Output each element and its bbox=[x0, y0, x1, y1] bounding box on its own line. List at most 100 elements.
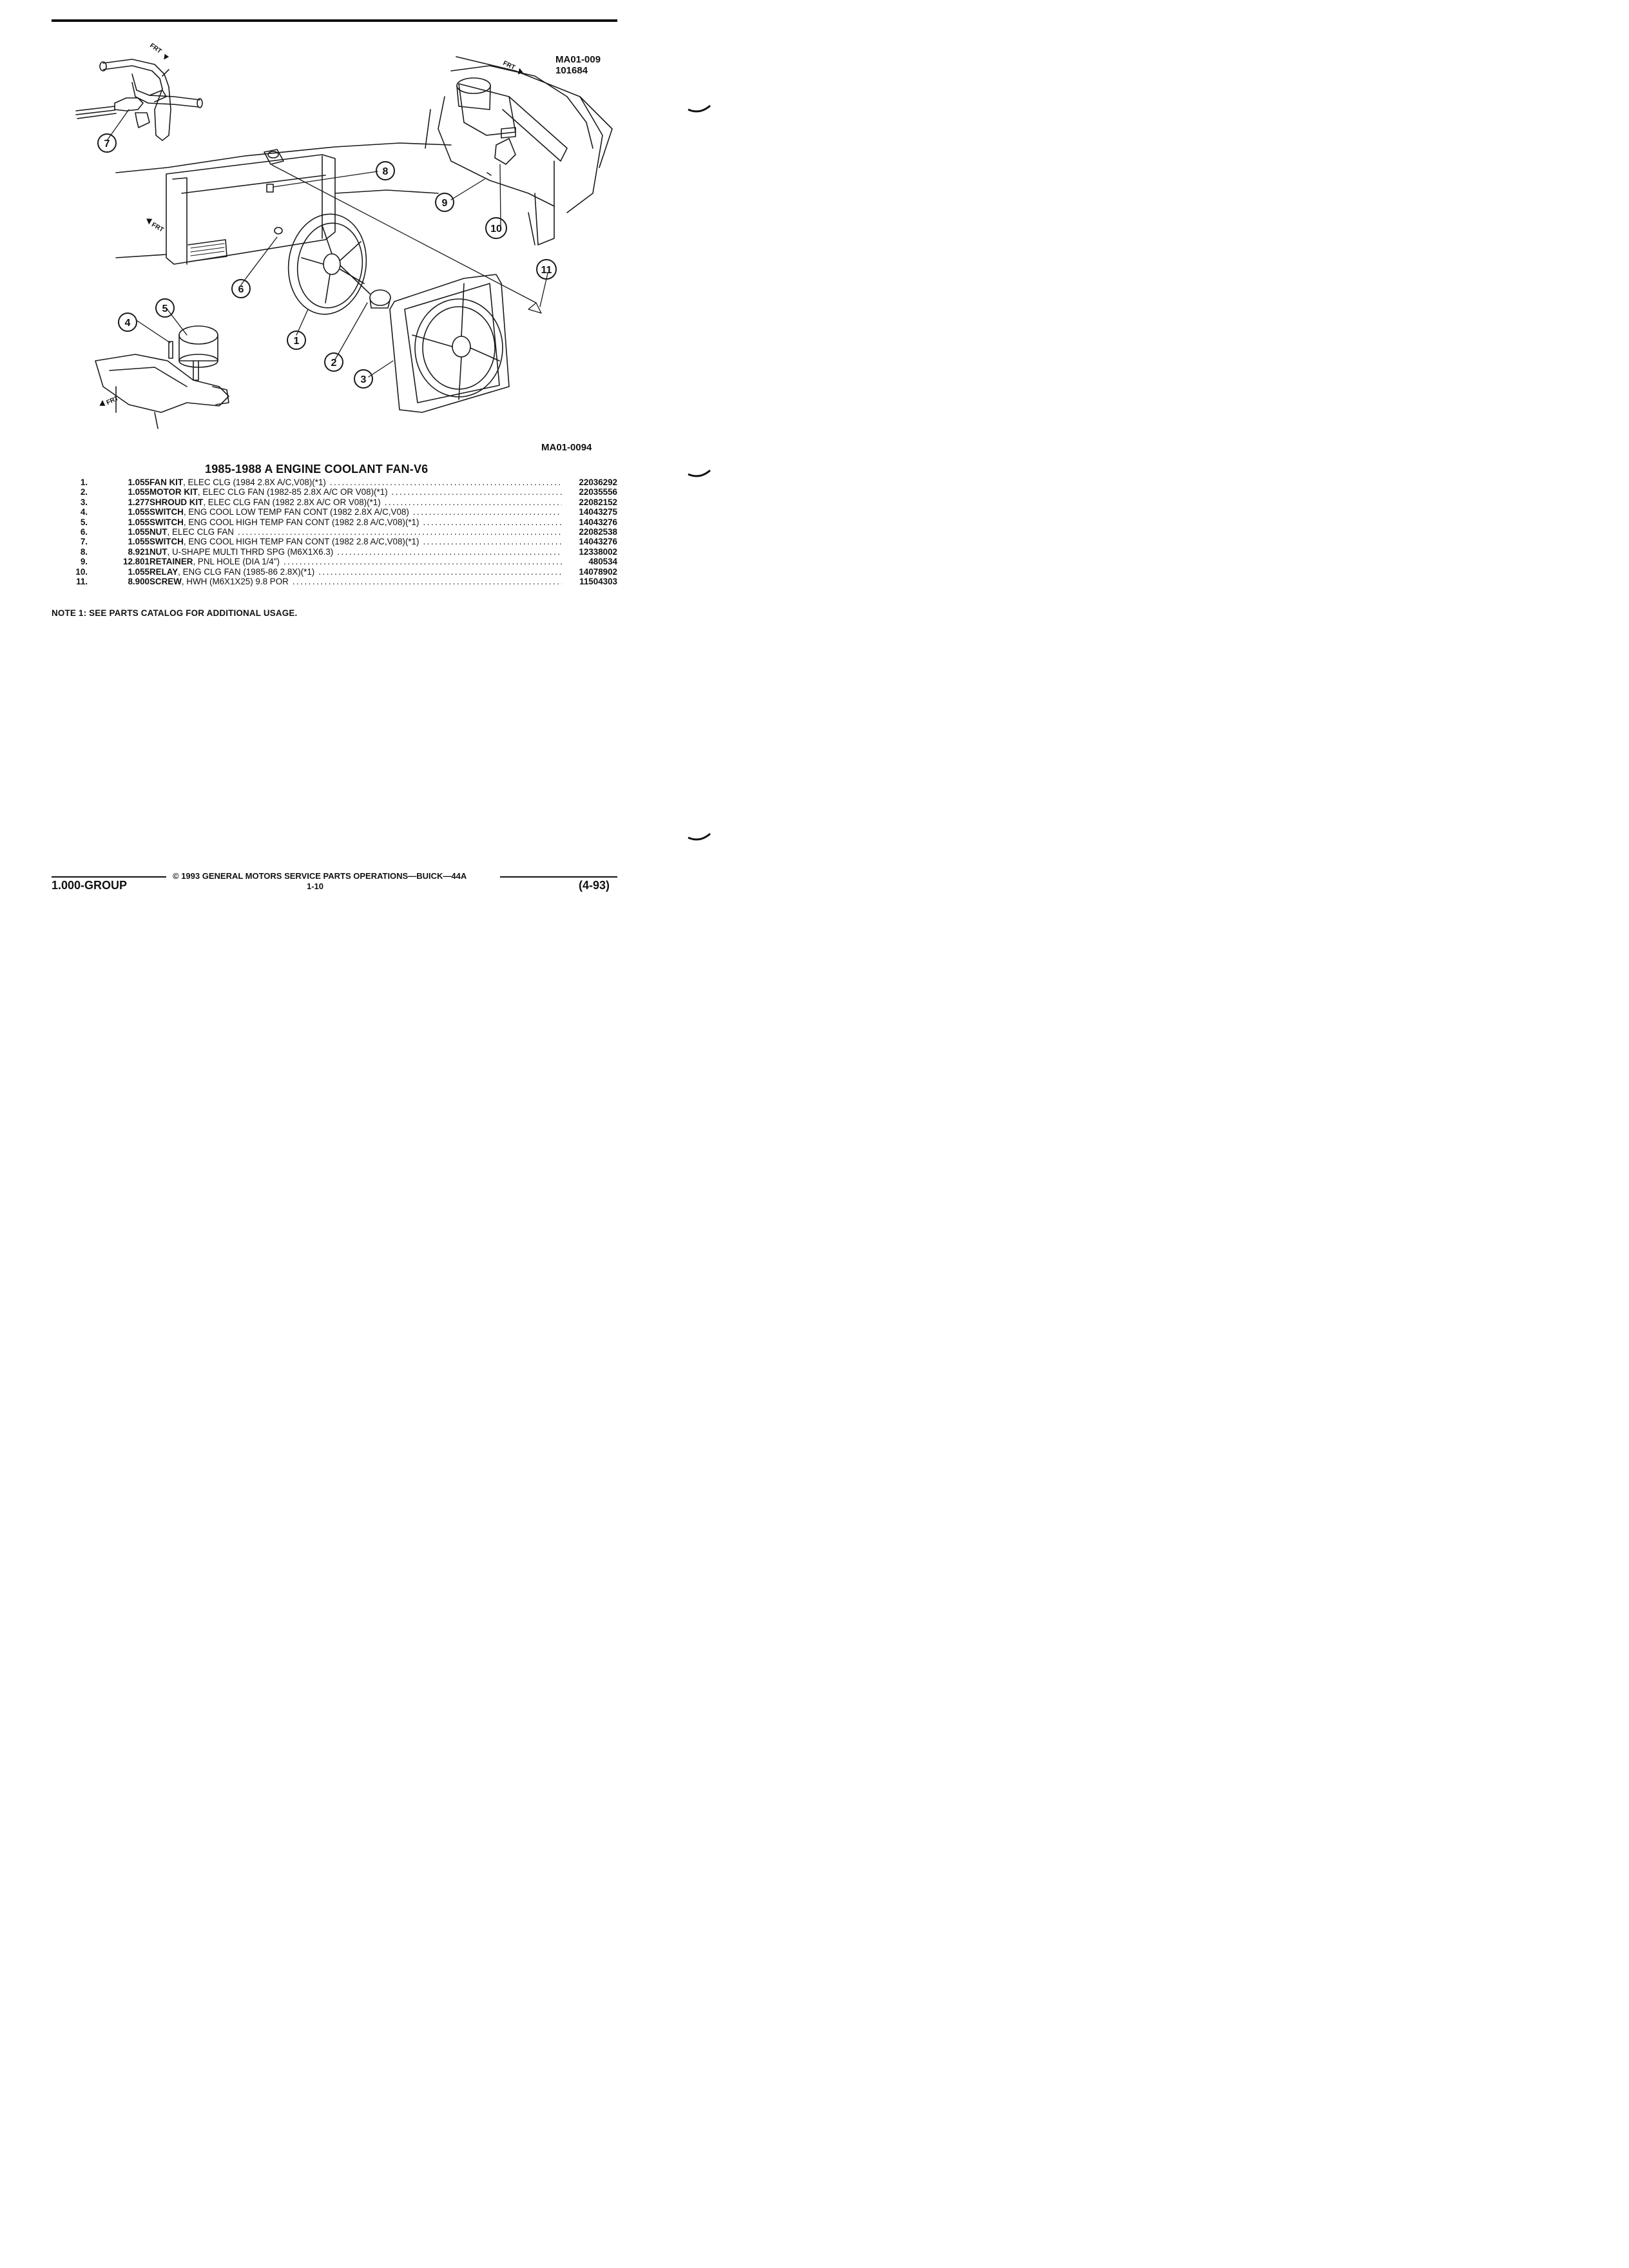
part-number: 480534 bbox=[588, 557, 617, 567]
footer-copyright: © 1993 GENERAL MOTORS SERVICE PARTS OPER… bbox=[173, 871, 467, 881]
figure-ref-code: MA01-009 bbox=[555, 54, 601, 65]
section-title: 1985-1988 A ENGINE COOLANT FAN-V6 bbox=[205, 463, 429, 476]
callout-1: 1 bbox=[287, 331, 306, 350]
parts-row: 5. 1.055 SWITCH, ENG COOL HIGH TEMP FAN … bbox=[52, 517, 617, 527]
item-detail: , ELEC CLG FAN (1982-85 2.8X A/C OR V08)… bbox=[197, 487, 388, 497]
svg-text:FRT: FRT bbox=[148, 42, 162, 55]
item-name: MOTOR KIT bbox=[149, 487, 198, 497]
callout-11: 11 bbox=[536, 259, 557, 280]
leader-dots bbox=[314, 567, 562, 577]
leader-dots bbox=[388, 487, 562, 497]
leader-dots bbox=[333, 547, 562, 557]
item-detail: , ELEC CLG FAN bbox=[167, 526, 234, 537]
leader-dots bbox=[419, 537, 562, 546]
page-number: 1-10 bbox=[307, 881, 324, 891]
svg-text:5: 5 bbox=[162, 303, 168, 314]
callout-7: 7 bbox=[97, 133, 117, 153]
group-number: 1.055 bbox=[128, 477, 149, 487]
group-number: 1.055 bbox=[128, 537, 149, 547]
item-number: 11. bbox=[76, 576, 88, 586]
group-number: 1.055 bbox=[128, 526, 149, 537]
figure-reference-bottom: MA01-0094 bbox=[541, 442, 592, 453]
group-number: 1.055 bbox=[128, 517, 149, 527]
item-description: SHROUD KIT, ELEC CLG FAN (1982 2.8X A/C … bbox=[149, 497, 562, 507]
parts-row: 11. 8.900 SCREW, HWH (M6X1X25) 9.8 POR 1… bbox=[52, 577, 617, 586]
item-description: NUT, ELEC CLG FAN bbox=[149, 527, 562, 537]
item-description: NUT, U-SHAPE MULTI THRD SPG (M6X1X6.3) bbox=[149, 547, 562, 557]
svg-text:6: 6 bbox=[238, 284, 244, 295]
footer-group: 1.000-GROUP bbox=[52, 879, 128, 892]
item-number: 3. bbox=[80, 497, 88, 507]
item-detail: , ENG COOL HIGH TEMP FAN CONT (1982 2.8 … bbox=[183, 517, 419, 527]
item-description: FAN KIT, ELEC CLG (1984 2.8X A/C,V08)(*1… bbox=[149, 477, 562, 487]
item-name: SWITCH bbox=[149, 517, 184, 527]
group-number: 1.055 bbox=[128, 566, 149, 577]
item-number: 7. bbox=[80, 537, 88, 547]
callout-6: 6 bbox=[231, 279, 251, 298]
svg-text:2: 2 bbox=[331, 358, 337, 369]
item-name: NUT bbox=[149, 526, 168, 537]
parts-row: 7. 1.055 SWITCH, ENG COOL HIGH TEMP FAN … bbox=[52, 537, 617, 546]
item-number: 10. bbox=[75, 566, 88, 577]
fan-blade bbox=[287, 213, 367, 315]
svg-text:3: 3 bbox=[361, 374, 367, 385]
item-detail: , ENG CLG FAN (1985-86 2.8X)(*1) bbox=[178, 566, 315, 577]
group-number: 1.055 bbox=[128, 507, 149, 517]
fan-shroud bbox=[389, 274, 510, 413]
part-number: 14043276 bbox=[579, 517, 617, 527]
item-name: NUT bbox=[149, 546, 168, 557]
svg-text:8: 8 bbox=[383, 166, 389, 177]
engine-thermostat-housing bbox=[95, 325, 229, 429]
group-number: 1.277 bbox=[128, 497, 149, 507]
parts-row: 3. 1.277 SHROUD KIT, ELEC CLG FAN (1982 … bbox=[52, 497, 617, 507]
svg-text:FRT: FRT bbox=[150, 222, 164, 234]
item-detail: , HWH (M6X1X25) 9.8 POR bbox=[181, 576, 289, 586]
item-name: SWITCH bbox=[149, 507, 184, 517]
callout-9: 9 bbox=[435, 193, 454, 212]
group-number: 8.900 bbox=[128, 576, 149, 586]
item-number: 1. bbox=[80, 477, 88, 487]
item-number: 6. bbox=[80, 526, 88, 537]
callout-10: 10 bbox=[485, 217, 507, 239]
item-description: RELAY, ENG CLG FAN (1985-86 2.8X)(*1) bbox=[149, 567, 562, 577]
part-number: 14078902 bbox=[579, 566, 617, 577]
svg-text:10: 10 bbox=[490, 224, 502, 235]
item-description: MOTOR KIT, ELEC CLG FAN (1982-85 2.8X A/… bbox=[149, 487, 562, 497]
item-name: SHROUD KIT bbox=[149, 497, 204, 507]
parts-row: 10. 1.055 RELAY, ENG CLG FAN (1985-86 2.… bbox=[52, 567, 617, 577]
binder-mark-1 bbox=[688, 104, 711, 113]
item-description: SWITCH, ENG COOL HIGH TEMP FAN CONT (198… bbox=[149, 537, 562, 546]
item-number: 5. bbox=[80, 517, 88, 527]
parts-row: 4. 1.055 SWITCH, ENG COOL LOW TEMP FAN C… bbox=[52, 507, 617, 517]
item-number: 4. bbox=[80, 507, 88, 517]
part-number: 12338002 bbox=[579, 546, 617, 557]
leader-dots bbox=[419, 517, 562, 527]
part-number: 14043275 bbox=[579, 507, 617, 517]
footer-rule-right bbox=[500, 876, 617, 878]
item-detail: , PNL HOLE (DIA 1/4") bbox=[193, 557, 280, 567]
parts-row: 1. 1.055 FAN KIT, ELEC CLG (1984 2.8X A/… bbox=[52, 477, 617, 487]
figure-ref-number: 101684 bbox=[555, 65, 588, 76]
callout-8: 8 bbox=[376, 161, 395, 180]
usage-note: NOTE 1: SEE PARTS CATALOG FOR ADDITIONAL… bbox=[52, 608, 298, 618]
item-description: RETAINER, PNL HOLE (DIA 1/4") bbox=[149, 557, 562, 566]
leader-dots bbox=[280, 557, 562, 566]
item-number: 9. bbox=[80, 557, 88, 567]
frt-marker-inset-left: FRT bbox=[148, 42, 169, 60]
item-name: RELAY bbox=[149, 566, 178, 577]
binder-mark-2 bbox=[688, 469, 711, 477]
item-description: SCREW, HWH (M6X1X25) 9.8 POR bbox=[149, 577, 562, 586]
callout-5: 5 bbox=[155, 298, 175, 318]
svg-text:11: 11 bbox=[541, 265, 552, 276]
parts-row: 9. 12.801 RETAINER, PNL HOLE (DIA 1/4") … bbox=[52, 557, 617, 566]
callout-2: 2 bbox=[324, 352, 343, 372]
svg-text:1: 1 bbox=[294, 336, 300, 347]
group-number: 1.055 bbox=[128, 487, 149, 497]
item-number: 2. bbox=[80, 487, 88, 497]
radiator bbox=[115, 142, 452, 265]
top-rule bbox=[52, 19, 617, 22]
relay-mount-inset bbox=[425, 56, 613, 245]
leader-dots bbox=[289, 577, 562, 586]
item-name: RETAINER bbox=[149, 557, 193, 567]
item-name: FAN KIT bbox=[149, 477, 184, 487]
